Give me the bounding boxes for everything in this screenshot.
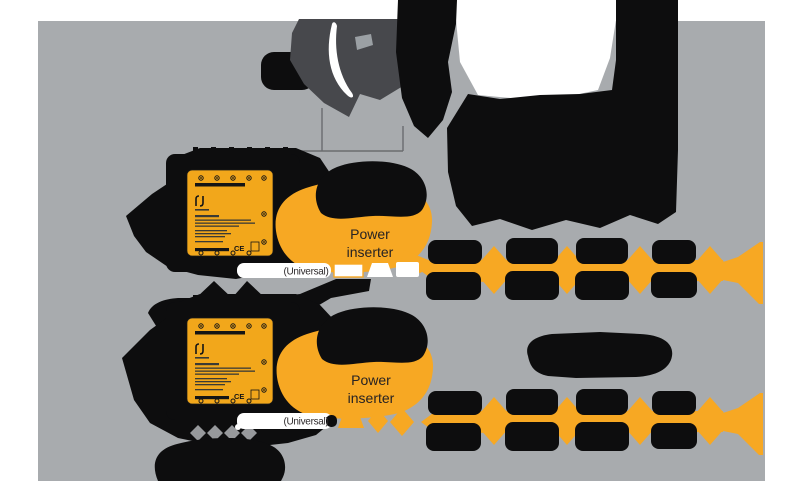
outlet-chain-2: [421, 389, 763, 455]
white-notch: [456, 0, 616, 99]
connector-bumps: [193, 295, 288, 304]
side-port-icon: [261, 387, 267, 393]
side-port-icon: [261, 239, 267, 245]
side-port-dot: [263, 361, 265, 363]
redacted-blob: [651, 272, 697, 298]
label-bar-top: [195, 331, 245, 335]
universal-strip-2: (Universal): [237, 408, 414, 436]
outlet-box-icon: [333, 263, 364, 278]
redacted-blob: [426, 272, 481, 300]
side-port-icon: [261, 211, 267, 217]
input-port-icons: [198, 323, 267, 329]
multiswitch-faceplate: CE: [186, 169, 274, 257]
multiswitch-faceplate: CE: [186, 317, 274, 405]
power-inserter-2: Power inserter: [276, 307, 434, 419]
redacted-blob: [651, 423, 697, 449]
output-diamonds: [190, 424, 257, 441]
label-bar-top: [195, 183, 245, 187]
redacted-blob: [447, 0, 678, 230]
faceplate-microtext-lines: [195, 215, 255, 243]
redacted-blob: [316, 307, 428, 365]
inverto-logo-icon: [195, 343, 209, 359]
outlet-house-icon: [367, 263, 393, 277]
output-port-icons: [198, 250, 252, 256]
inverto-logo-icon: [195, 195, 209, 211]
cable-diamond: [390, 408, 414, 436]
redacted-blob: [652, 240, 696, 264]
lnb-icon: [355, 34, 373, 50]
chain-diamond: [473, 397, 515, 445]
redacted-blob: [575, 271, 629, 300]
label-bar-bottom: [195, 396, 229, 400]
power-inserter-label-line1: Power: [351, 372, 391, 388]
universal-label: (Universal): [283, 417, 328, 428]
ce-mark: CE: [234, 392, 244, 401]
redacted-blob: [575, 422, 629, 451]
redacted-blob: [154, 438, 286, 481]
redacted-blob: [506, 238, 558, 264]
outlet-house-icon: [338, 414, 364, 428]
connector-bumps: [193, 147, 288, 156]
universal-pill: [237, 263, 331, 278]
outlet-chain-1: [421, 238, 763, 304]
chain-funnel: [723, 393, 763, 455]
universal-pill: [237, 413, 332, 429]
redacted-blob: [506, 389, 558, 415]
redacted-blob: [428, 391, 482, 415]
chain-diamond: [689, 397, 731, 445]
outlet-box-icon: [396, 262, 419, 277]
ce-mark: CE: [234, 244, 244, 253]
cable-diamond: [368, 409, 388, 433]
redacted-blob: [576, 238, 628, 264]
faceplate-microtext-lines: [195, 363, 255, 391]
multiswitch-1: CE: [126, 147, 337, 279]
side-port-dot: [263, 389, 265, 391]
power-inserter-1: Power inserter: [275, 161, 438, 273]
multiswitch-2: CE: [122, 294, 340, 481]
redacted-blob: [326, 415, 337, 427]
side-port-dot: [263, 241, 265, 243]
redacted-blob: [527, 332, 673, 378]
chain-diamond: [473, 246, 515, 294]
redacted-blob: [428, 240, 482, 264]
chain-diamond: [619, 397, 661, 445]
input-port-icons: [198, 175, 267, 181]
side-port-dot: [263, 213, 265, 215]
dish-body: [290, 19, 409, 117]
redacted-blob: [576, 389, 628, 415]
cert-box-icon: [250, 241, 260, 252]
dish-reflector-highlight: [328, 22, 354, 98]
universal-strip-1: (Universal): [237, 262, 419, 278]
power-inserter-label-line2: inserter: [348, 390, 395, 406]
redacted-blob: [652, 391, 696, 415]
cert-box-icon: [250, 389, 260, 400]
chain-diamond: [689, 246, 731, 294]
power-inserter-label-line1: Power: [350, 226, 390, 242]
label-bar-bottom: [195, 248, 229, 252]
chain-diamond: [619, 246, 661, 294]
redacted-blob: [315, 161, 427, 219]
redacted-blob: [505, 271, 559, 300]
power-inserter-label-line2: inserter: [347, 244, 394, 260]
chain-funnel: [723, 242, 763, 304]
output-port-icons: [198, 398, 252, 404]
redacted-blob: [505, 422, 559, 451]
redacted-blob: [426, 423, 481, 451]
universal-label: (Universal): [283, 267, 328, 278]
satellite-dish: [261, 19, 409, 117]
side-port-icon: [261, 359, 267, 365]
redacted-blob: [396, 0, 457, 138]
